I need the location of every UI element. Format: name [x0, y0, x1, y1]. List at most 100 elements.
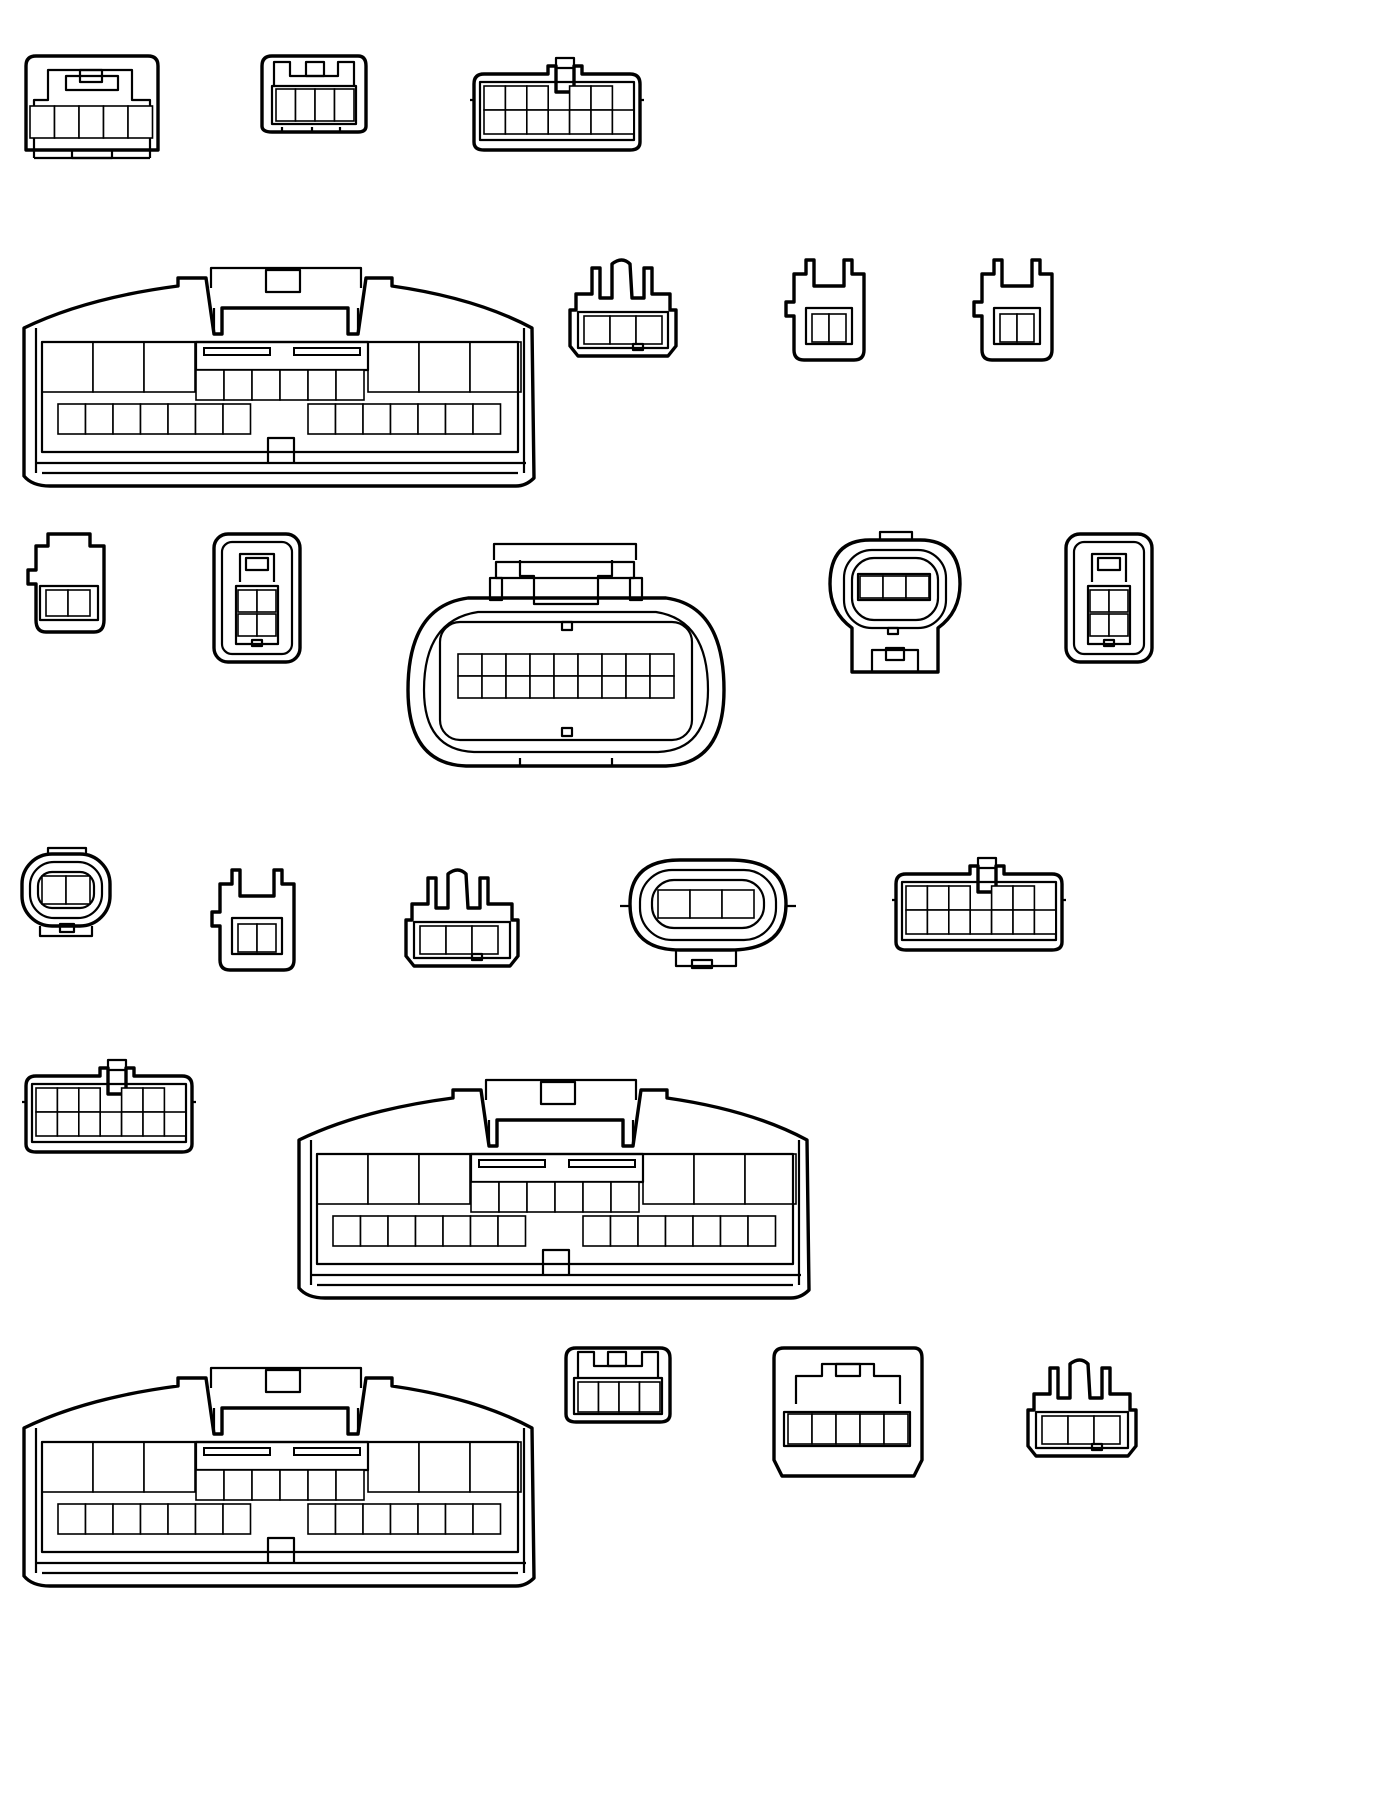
pin-cell: [335, 369, 365, 401]
pin-cell: [554, 1181, 584, 1213]
pin-cell: [577, 675, 603, 699]
pin-cell: [65, 875, 91, 905]
pin-cell: [1041, 1415, 1069, 1445]
connector-e15: [404, 868, 520, 968]
pin-cell: [418, 341, 471, 393]
pin-cell: [223, 369, 253, 401]
connector-e21: [564, 1346, 672, 1424]
pin-cell: [335, 1469, 365, 1501]
connector-e18: [22, 1058, 196, 1154]
pin-cell: [417, 403, 447, 435]
pin-cell: [635, 315, 663, 345]
pin-cell: [418, 1153, 471, 1205]
connector-e2: [260, 54, 368, 134]
pin-cell: [367, 341, 420, 393]
pin-cell: [999, 313, 1018, 343]
pin-cell: [582, 1181, 612, 1213]
pin-cell: [445, 925, 473, 955]
pin-cell: [625, 653, 651, 677]
pin-cell: [307, 1503, 337, 1535]
pin-cell: [1033, 909, 1057, 935]
pin-cell: [505, 675, 531, 699]
pin-cell: [222, 403, 252, 435]
pin-cell: [609, 315, 637, 345]
pin-cell: [664, 1215, 694, 1247]
pin-cell: [237, 923, 258, 953]
pin-cell: [610, 1181, 640, 1213]
pin-cell: [609, 1215, 639, 1247]
pin-cell: [529, 653, 555, 677]
pin-cell: [195, 1469, 225, 1501]
pin-cell: [237, 589, 258, 613]
connector-e5: [568, 258, 678, 358]
pin-cell: [947, 909, 971, 935]
pin-cell: [590, 85, 614, 111]
pin-cell: [472, 403, 502, 435]
pin-cell: [504, 85, 528, 111]
pin-cell: [642, 1153, 695, 1205]
pin-cell: [692, 1215, 722, 1247]
pin-cell: [747, 1215, 777, 1247]
pin-cell: [601, 675, 627, 699]
pin-cell: [314, 88, 336, 122]
pin-cell: [222, 1503, 252, 1535]
connector-e10: [406, 542, 726, 768]
pin-cell: [275, 88, 297, 122]
pin-cell: [279, 1469, 309, 1501]
pin-cell: [1067, 1415, 1095, 1445]
pin-cell: [1108, 613, 1129, 637]
pin-cell: [649, 653, 675, 677]
pin-cell: [78, 1087, 102, 1113]
pin-cell: [1012, 885, 1036, 911]
pin-cell: [418, 1441, 471, 1493]
pin-cell: [649, 675, 675, 699]
connector-e20: [22, 1366, 536, 1588]
pin-cell: [905, 909, 929, 935]
pin-cell: [787, 1413, 813, 1445]
pin-cell: [471, 925, 499, 955]
pin-cell: [721, 889, 755, 919]
pin-cell: [444, 1503, 474, 1535]
connector-e12: [1064, 532, 1154, 664]
pin-cell: [582, 1215, 612, 1247]
pin-cell: [990, 885, 1014, 911]
pin-cell: [112, 403, 142, 435]
pin-cell: [547, 109, 571, 135]
pin-cell: [947, 885, 971, 911]
pin-cell: [389, 403, 419, 435]
pin-cell: [35, 1087, 59, 1113]
pin-cell: [279, 369, 309, 401]
pin-cell: [611, 109, 635, 135]
pin-cell: [1089, 613, 1110, 637]
connector-e7: [972, 258, 1054, 362]
pin-cell: [470, 1181, 500, 1213]
pin-cell: [618, 1381, 641, 1413]
pin-cell: [84, 1503, 114, 1535]
pin-cell: [483, 109, 507, 135]
pin-cell: [41, 341, 94, 393]
connector-e9: [212, 532, 302, 664]
pin-cell: [120, 1111, 144, 1137]
pin-cell: [29, 105, 56, 139]
connector-e4: [22, 266, 536, 488]
pin-cell: [529, 675, 555, 699]
pin-cell: [1108, 589, 1129, 613]
pin-cell: [990, 909, 1014, 935]
pin-cell: [256, 923, 277, 953]
pin-cell: [142, 1111, 166, 1137]
pin-cell: [367, 1153, 420, 1205]
pin-cell: [223, 1469, 253, 1501]
pin-cell: [294, 88, 316, 122]
connector-e23: [1026, 1358, 1138, 1458]
pin-cell: [469, 341, 522, 393]
connector-e16: [620, 858, 796, 970]
pin-cell: [457, 653, 483, 677]
pin-cell: [1089, 589, 1110, 613]
connector-e14: [210, 868, 296, 972]
pin-cell: [483, 85, 507, 111]
pin-cell: [57, 1503, 87, 1535]
pin-cell: [1012, 909, 1036, 935]
connector-e8: [26, 532, 106, 634]
pin-cell: [442, 1215, 472, 1247]
